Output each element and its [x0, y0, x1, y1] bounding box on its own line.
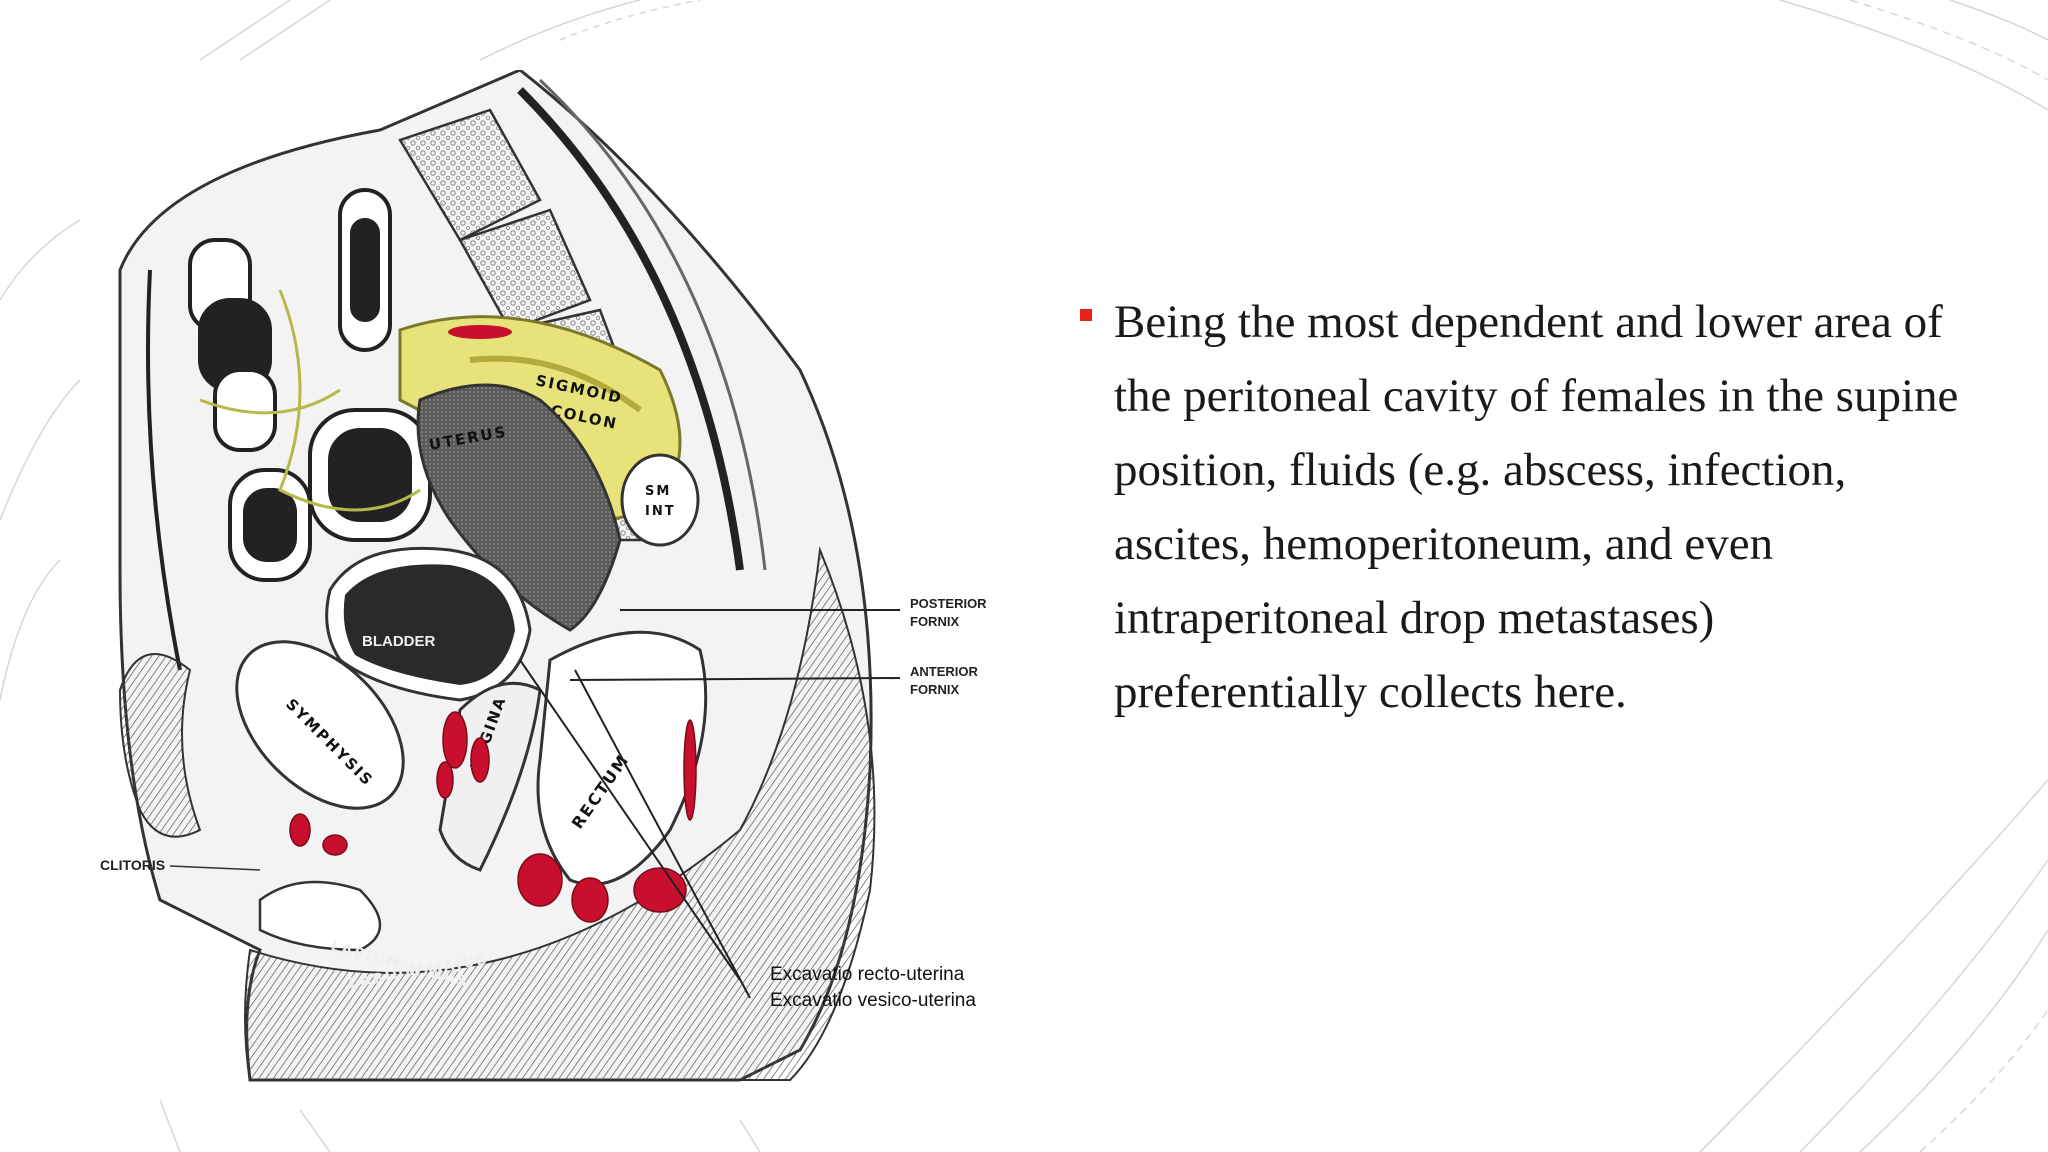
label-anterior-fornix: ANTERIOR: [910, 664, 979, 679]
bullet-square-icon: [1080, 309, 1092, 321]
bullet-item: Being the most dependent and lower area …: [1080, 285, 1960, 729]
label-clitoris: CLITORIS: [100, 857, 165, 873]
label-excavatio-vesico-uterina: Excavatio vesico-uterina: [770, 990, 976, 1011]
label-excavatio-recto-uterina: Excavatio recto-uterina: [770, 964, 965, 985]
pelvis-drawing: SIGMOID COLON UTERUS SM INT BLADDER SYMP…: [100, 70, 987, 1082]
blood-vessels: [289, 711, 697, 923]
symphysis: [235, 640, 405, 810]
uterus: [416, 383, 622, 632]
small-intestine: [620, 453, 700, 547]
intestines: [146, 188, 432, 671]
label-posterior-fornix-2: FORNIX: [910, 614, 959, 629]
bullet-list: Being the most dependent and lower area …: [1080, 285, 1960, 729]
label-int: INT: [645, 504, 676, 519]
bullet-text: Being the most dependent and lower area …: [1114, 296, 1959, 718]
label-bladder: BLADDER: [362, 633, 435, 650]
label-anterior-fornix-2: FORNIX: [910, 682, 959, 697]
pelvis-sagittal-section-illustration: SIGMOID COLON UTERUS SM INT BLADDER SYMP…: [100, 70, 1030, 1152]
label-sm: SM: [645, 484, 671, 499]
label-posterior-fornix: POSTERIOR: [910, 596, 987, 611]
